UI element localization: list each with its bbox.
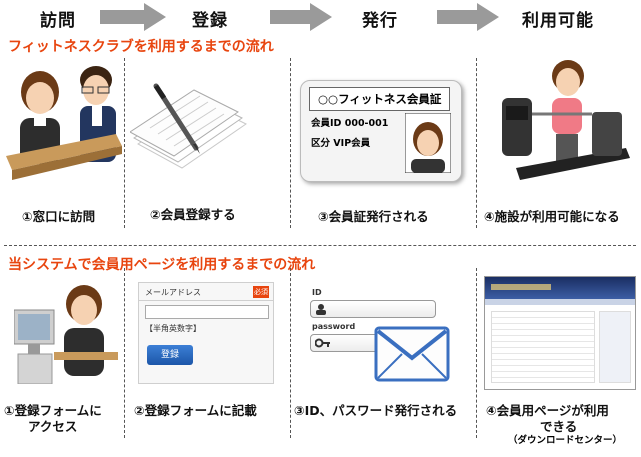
- step-issue: 発行: [362, 11, 398, 31]
- caption-2-4b: できる: [540, 419, 578, 434]
- caption-2-1a: ①登録フォームに: [4, 403, 102, 418]
- pen-icon: [130, 83, 247, 169]
- email-field[interactable]: [145, 305, 269, 319]
- card-id: 会員ID 000-001: [311, 118, 389, 129]
- caption-1-1: ①窓口に訪問: [22, 209, 96, 224]
- divider: [290, 58, 291, 228]
- caption-2-3: ③ID、パスワード発行される: [294, 403, 458, 418]
- id-label: ID: [312, 288, 322, 297]
- section1-title: フィットネスクラブを利用するまでの流れ: [8, 39, 274, 55]
- section-divider: [4, 245, 636, 246]
- treadmill-illustration: [502, 60, 630, 180]
- email-label: メールアドレス: [145, 288, 201, 297]
- divider: [476, 268, 477, 438]
- member-page-header: [485, 277, 635, 299]
- section2-title: 当システムで会員用ページを利用するまでの流れ: [8, 257, 316, 273]
- reception-illustration: [6, 66, 122, 180]
- arrow-right-icon: [437, 3, 499, 31]
- divider: [290, 268, 291, 438]
- key-icon: [315, 338, 330, 348]
- caption-1-3: ③会員証発行される: [318, 209, 429, 224]
- card-class: 区分 VIP会員: [311, 138, 371, 149]
- user-photo: [405, 113, 451, 173]
- caption-2-2: ②登録フォームに記載: [134, 403, 257, 418]
- arrow-right-icon: [100, 3, 166, 31]
- card-title: ○○フィットネス会員証: [309, 87, 451, 111]
- member-page-nav: [485, 299, 635, 305]
- required-badge: 必須: [253, 286, 269, 298]
- envelope-icon: [374, 326, 450, 382]
- password-label: password: [312, 322, 356, 331]
- id-field[interactable]: [310, 300, 436, 318]
- member-page-logo: [491, 284, 551, 290]
- divider: [476, 58, 477, 228]
- caption-2-4a: ④会員用ページが利用: [486, 403, 609, 418]
- caption-2-1b: アクセス: [28, 419, 78, 434]
- registration-form: メールアドレス 必須 【半角英数字】 登録: [138, 282, 274, 384]
- divider: [124, 268, 125, 438]
- step-available: 利用可能: [522, 11, 594, 31]
- computer-icon: [14, 285, 118, 384]
- caption-1-4: ④施設が利用可能になる: [484, 209, 620, 224]
- register-button[interactable]: 登録: [147, 345, 193, 365]
- divider: [139, 300, 273, 301]
- member-page-content: [491, 311, 595, 383]
- member-page-sidebar: [599, 311, 631, 383]
- membership-card: ○○フィットネス会員証 会員ID 000-001 区分 VIP会員: [300, 80, 462, 182]
- hint-text: 【半角英数字】: [145, 324, 201, 333]
- step-register: 登録: [192, 11, 228, 31]
- caption-2-4c: （ダウンロードセンター）: [508, 435, 623, 446]
- caption-1-2: ②会員登録する: [150, 207, 236, 222]
- divider: [124, 58, 125, 228]
- member-page-preview: [484, 276, 636, 390]
- arrow-right-icon: [270, 3, 332, 31]
- step-visit: 訪問: [40, 11, 76, 31]
- user-icon: [316, 304, 326, 315]
